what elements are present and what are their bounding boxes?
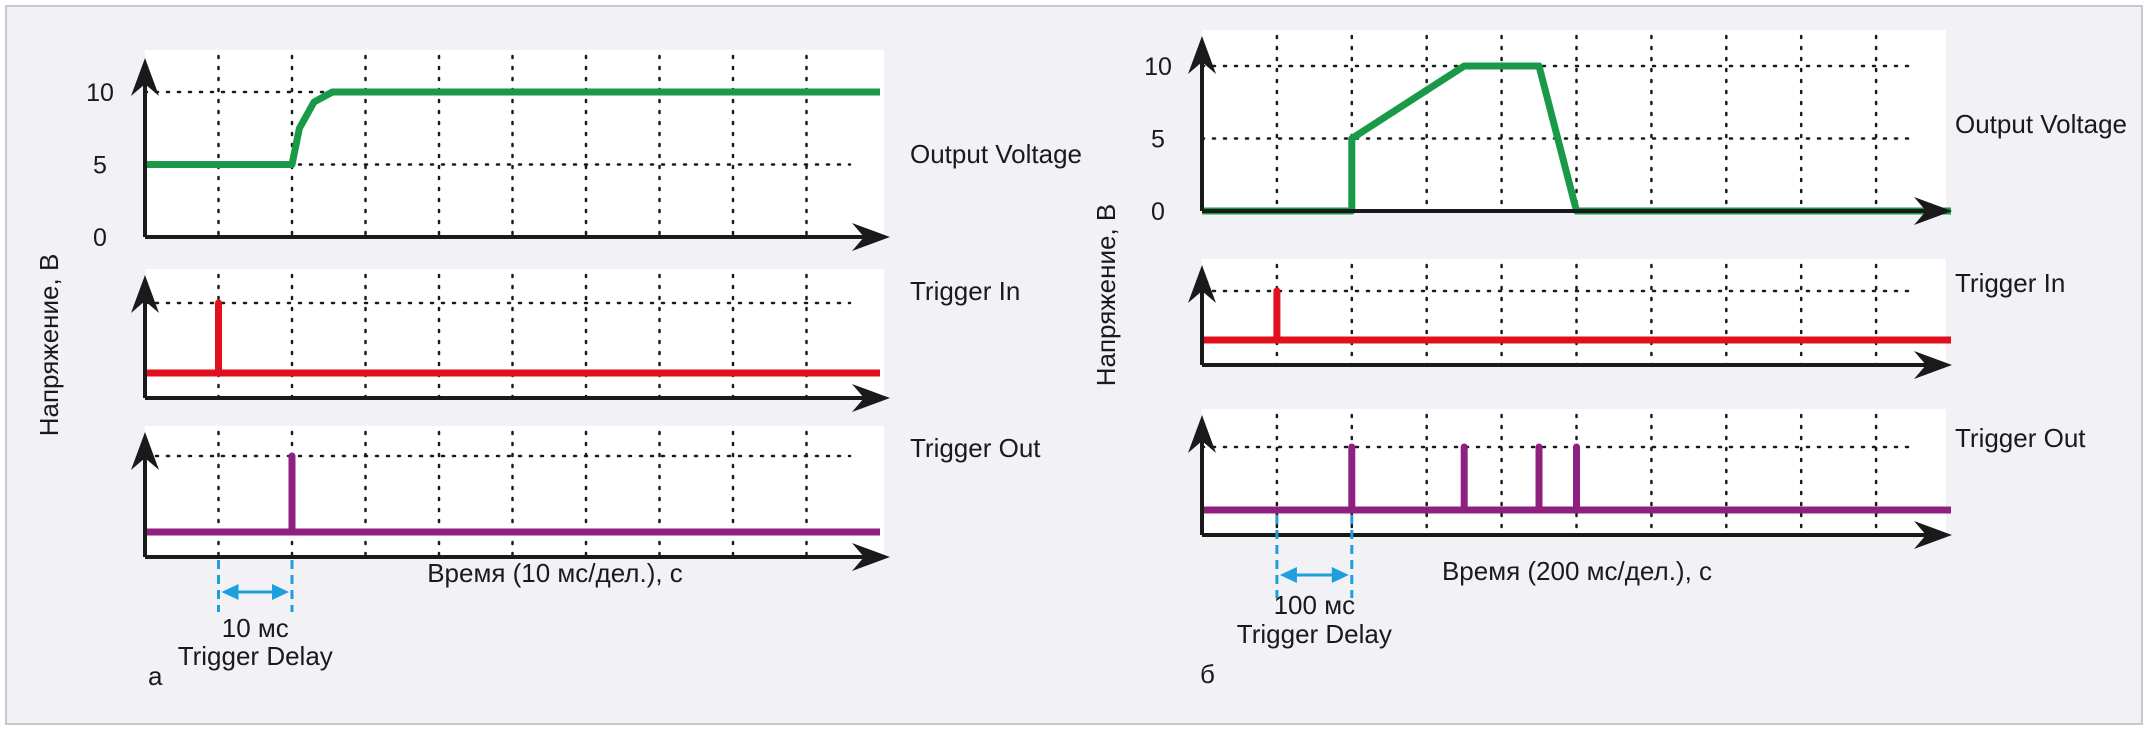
x-axis-label: Время (200 мс/дел.), с [1442,556,1712,586]
delay-value: 100 мс [1274,590,1355,620]
x-axis-arrowhead [852,543,890,571]
x-axis-arrowhead [852,223,890,251]
plot-area [145,269,884,398]
signal-label: Trigger In [910,276,1020,306]
signal-trace [145,299,880,377]
plot-area [145,50,884,237]
plot-area [1202,259,1946,365]
subplot-trigger-out: Trigger Out [1188,409,2086,549]
signal-label: Output Voltage [910,139,1082,169]
x-axis-arrowhead [1914,521,1952,549]
subplot-trigger-in: Trigger In [1188,259,2065,379]
y-tick-label: 10 [1144,53,1172,81]
y-axis-label: Напряжение, В [1091,204,1121,387]
y-axis-arrowhead [131,275,159,313]
delay-arrowhead-left [1279,567,1297,583]
y-axis-arrowhead [1188,415,1216,453]
y-tick-label: 0 [93,224,107,252]
y-axis-arrowhead [131,432,159,470]
subplot-output-voltage: 10 5 0 Output Voltage [1144,30,2127,226]
signal-label: Trigger In [1955,268,2065,298]
y-tick-label: 5 [1151,126,1165,154]
delay-label: Trigger Delay [178,641,333,671]
signal-trace [1202,443,1951,514]
subplot-output-voltage: 10 5 0 Output Voltage [86,50,1082,252]
delay-arrowhead-right [272,584,289,600]
y-tick-label: 5 [93,152,107,180]
delay-arrowhead-right [1331,567,1349,583]
subplot-trigger-out: Trigger Out [131,426,1041,571]
signal-trace [145,452,880,536]
signal-label: Trigger Out [1955,423,2086,453]
y-axis-label: Напряжение, В [34,254,64,437]
plot-area [1202,30,1946,211]
signal-trace [145,88,880,168]
signal-label: Output Voltage [1955,109,2127,139]
subplot-trigger-in: Trigger In [131,269,1020,412]
x-axis-arrowhead [1914,197,1952,225]
plot-area [145,426,884,557]
y-axis-arrowhead [1188,36,1216,74]
delay-value: 10 мс [222,613,289,643]
x-axis-label: Время (10 мс/дел.), с [427,558,683,588]
y-tick-label: 0 [1151,198,1165,226]
panel-letter: а [148,661,163,691]
panel-letter: б [1200,659,1215,689]
x-axis-arrowhead [1914,351,1952,379]
delay-arrowhead-left [221,584,239,600]
y-axis-arrowhead [131,58,159,96]
y-tick-label: 10 [86,79,114,107]
signal-label: Trigger Out [910,433,1041,463]
x-axis-arrowhead [852,384,890,412]
delay-label: Trigger Delay [1237,619,1392,649]
y-axis-arrowhead [1188,265,1216,303]
signal-trace [1202,287,1951,344]
